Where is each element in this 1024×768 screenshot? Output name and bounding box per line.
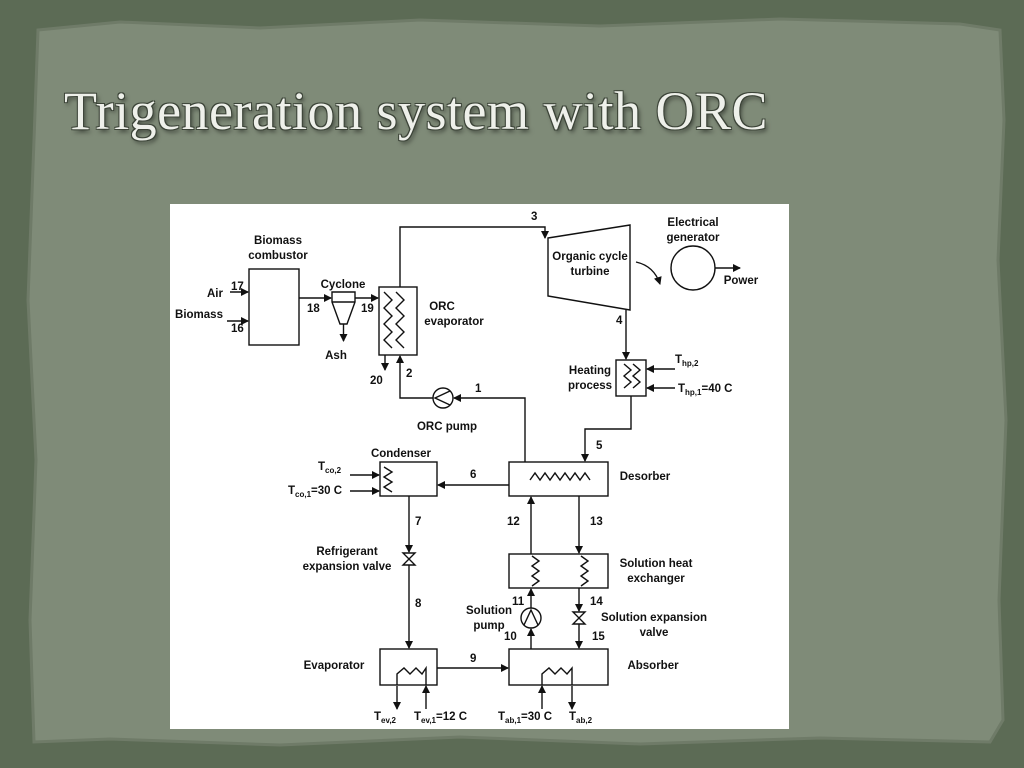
heating-process-box	[615, 359, 647, 397]
generator-circle	[670, 245, 716, 291]
evaporator-box	[379, 648, 438, 686]
temp-thp2: Thp,2	[675, 354, 699, 368]
orc-pump-label: ORC pump	[417, 421, 477, 433]
stream-3: 3	[531, 211, 537, 223]
biomass-combustor-box	[248, 268, 300, 346]
power-label: Power	[724, 275, 759, 287]
stream-10: 10	[504, 631, 517, 643]
generator-label-1: Electrical	[667, 217, 718, 229]
cyclone-shape	[331, 291, 356, 325]
generator-label-2: generator	[666, 232, 720, 244]
stream-13: 13	[590, 516, 603, 528]
stream-11: 11	[512, 596, 525, 608]
solution-hx-label-2: exchanger	[627, 573, 685, 585]
solution-valve-shape	[571, 611, 587, 625]
temp-tab2: Tab,2	[569, 711, 593, 725]
orc-evaporator-box	[378, 286, 418, 356]
stream-12: 12	[507, 516, 520, 528]
turbine-label-1: Organic cycle	[552, 251, 627, 263]
svg-text:Biomass: Biomass	[254, 235, 302, 247]
temp-tco2: Tco,2	[318, 461, 342, 475]
temp-tev2: Tev,2	[374, 711, 397, 725]
combustor-label-1: Biomass	[254, 235, 302, 247]
condenser-box	[379, 461, 438, 497]
condenser-label: Condenser	[371, 448, 432, 460]
stream-17: 17	[231, 281, 244, 293]
solution-valve-label-2: valve	[640, 627, 669, 639]
svg-text:combustor: combustor	[248, 250, 308, 262]
solution-pump-label-1: Solution	[466, 605, 512, 617]
desorber-label: Desorber	[620, 471, 671, 483]
stream-2: 2	[406, 368, 412, 380]
cyclone-label: Cyclone	[321, 279, 366, 291]
stream-16: 16	[231, 323, 244, 335]
stream-6: 6	[470, 469, 476, 481]
solution-pump-label-2: pump	[473, 620, 504, 632]
stream-5: 5	[596, 440, 603, 452]
air-input-label: Air	[207, 288, 224, 300]
absorber-box	[508, 648, 609, 686]
system-diagram: Biomass combustor Cyclone Ash ORC evapor…	[170, 204, 789, 729]
stream-15: 15	[592, 631, 605, 643]
temp-tco1: Tco,1=30 C	[288, 485, 342, 499]
temp-tev1: Tev,1=12 C	[414, 711, 467, 725]
slide-title: Trigeneration system with ORC	[64, 81, 769, 141]
solution-hx-box	[508, 553, 609, 589]
stream-4: 4	[616, 315, 623, 327]
ash-label: Ash	[325, 350, 347, 362]
absorber-label: Absorber	[627, 660, 679, 672]
refrigerant-valve-label-1: Refrigerant	[316, 546, 378, 558]
temp-thp1: Thp,1=40 C	[678, 383, 733, 397]
stream-14: 14	[590, 596, 603, 608]
evaporator-label: Evaporator	[304, 660, 365, 672]
solution-valve-label-1: Solution expansion	[601, 612, 707, 624]
turbine-shape	[547, 224, 631, 311]
temp-tab1: Tab,1=30 C	[498, 711, 552, 725]
stream-7: 7	[415, 516, 421, 528]
stream-19: 19	[361, 303, 374, 315]
refrigerant-valve-label-2: expansion valve	[303, 561, 392, 573]
combustor-label-2: combustor	[248, 250, 308, 262]
heating-process-label-1: Heating	[569, 365, 611, 377]
stream-9: 9	[470, 653, 476, 665]
refrigerant-valve-shape	[401, 552, 417, 566]
turbine-label-2: turbine	[571, 266, 610, 278]
stream-18: 18	[307, 303, 320, 315]
orc-evaporator-label-2: evaporator	[424, 316, 484, 328]
stream-1: 1	[475, 383, 482, 395]
heating-process-label-2: process	[568, 380, 612, 392]
solution-hx-label-1: Solution heat	[620, 558, 693, 570]
stream-20: 20	[370, 375, 383, 387]
stream-8: 8	[415, 598, 422, 610]
biomass-input-label: Biomass	[175, 309, 223, 321]
orc-evaporator-label-1: ORC	[429, 301, 455, 313]
